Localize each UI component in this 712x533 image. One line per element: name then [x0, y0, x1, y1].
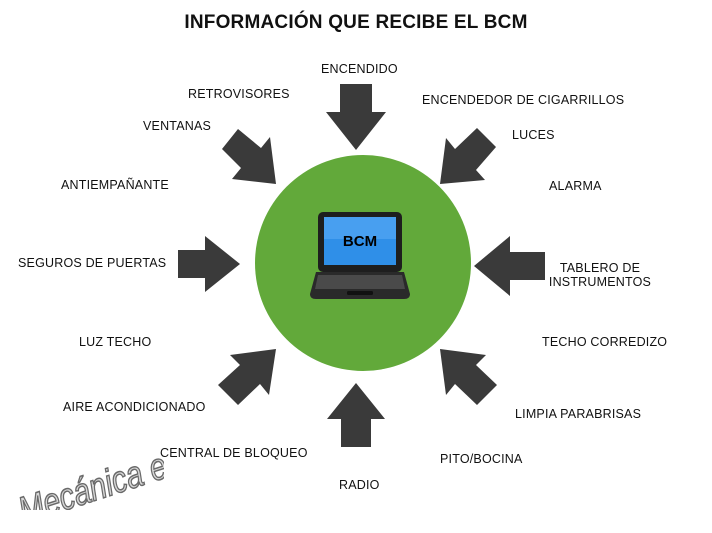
arrow-upper-left [222, 129, 276, 184]
label-radio: RADIO [339, 478, 380, 492]
label-seguros: SEGUROS DE PUERTAS [18, 256, 167, 270]
label-encendedor: ENCENDEDOR DE CIGARRILLOS [422, 93, 625, 107]
label-luces: LUCES [512, 128, 555, 142]
label-aire: AIRE ACONDICIONADO [63, 400, 206, 414]
label-limpia: LIMPIA PARABRISAS [515, 407, 642, 421]
arrow-upper-right [440, 128, 496, 184]
bcm-label: BCM [343, 233, 377, 250]
label-encendido: ENCENDIDO [321, 62, 398, 76]
label-ventanas: VENTANAS [143, 119, 212, 133]
arrow-bottom [327, 383, 385, 447]
label-alarma: ALARMA [549, 179, 602, 193]
watermark-logo: Mecánica en la web [13, 430, 164, 510]
arrow-right [474, 236, 545, 296]
arrow-top [326, 84, 386, 150]
label-luz-techo: LUZ TECHO [79, 335, 152, 349]
label-tablero: TABLERO DE INSTRUMENTOS [548, 261, 652, 289]
label-pito: PITO/BOCINA [440, 452, 523, 466]
arrow-left [178, 236, 240, 292]
label-central: CENTRAL DE BLOQUEO [160, 446, 308, 460]
arrow-lower-right [440, 349, 497, 405]
diagram-title: INFORMACIÓN QUE RECIBE EL BCM [184, 12, 528, 33]
label-antiempanante: ANTIEMPAÑANTE [61, 178, 169, 192]
laptop-icon: BCM [310, 212, 410, 299]
arrow-lower-left [218, 349, 276, 405]
label-retrovisores: RETROVISORES [188, 87, 290, 101]
watermark-text: Mecánica en la web [13, 430, 164, 510]
label-techo-corredizo: TECHO CORREDIZO [542, 335, 668, 349]
